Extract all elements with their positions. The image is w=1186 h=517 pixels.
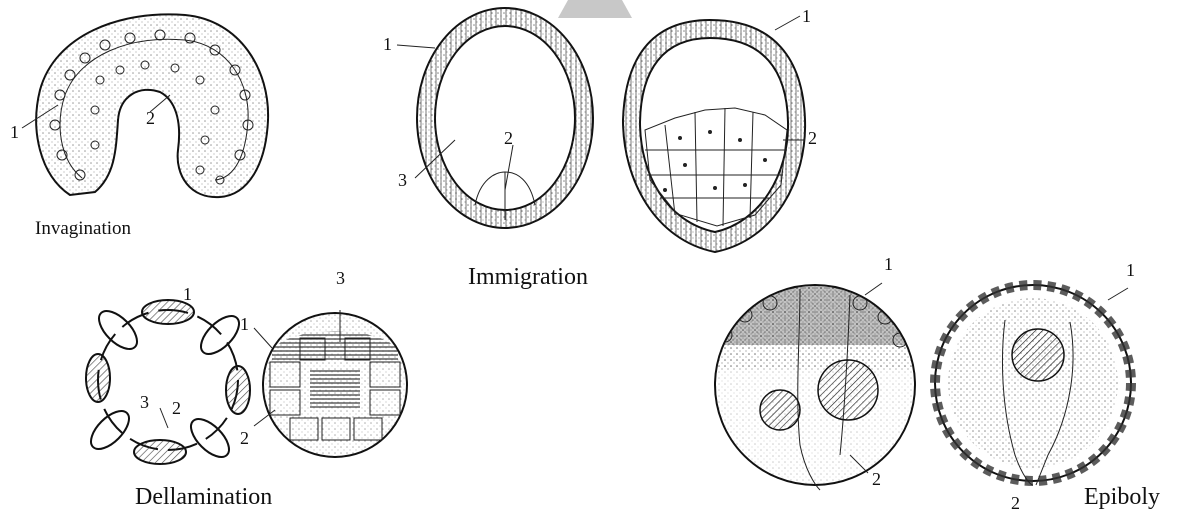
caption-invagination: Invagination [35, 218, 131, 240]
immigration-left-label-3: 3 [398, 170, 407, 191]
dellamination-diagram-left [80, 290, 260, 470]
epiboly-left-label-1: 1 [884, 254, 893, 275]
dellamination-right-label-3: 3 [336, 268, 345, 289]
caption-dellamination: Dellamination [135, 484, 272, 511]
dellamination-left-label-1: 1 [183, 284, 192, 305]
epiboly-right-label-2: 2 [1011, 493, 1020, 514]
immigration-left-label-2: 2 [504, 128, 513, 149]
dellamination-diagram-right [250, 290, 420, 470]
epiboly-right-yolk [1012, 329, 1064, 381]
immigration-right-label-1: 1 [802, 6, 811, 27]
invagination-label-1: 1 [10, 122, 19, 143]
dellamination-left-label-3: 3 [140, 392, 149, 413]
dellamination-left-label-2: 2 [172, 398, 181, 419]
dellamination-right-label-1: 1 [240, 314, 249, 335]
immigration-left-label-1: 1 [383, 34, 392, 55]
invagination-diagram [0, 0, 290, 215]
invagination-label-2: 2 [146, 108, 155, 129]
immigration-diagram-right [605, 0, 825, 260]
immigration-right-label-2: 2 [808, 128, 817, 149]
epiboly-right-label-1: 1 [1126, 260, 1135, 281]
epiboly-left-yolk-large [818, 360, 878, 420]
epiboly-diagram-left [700, 275, 930, 495]
dellamination-right-label-2: 2 [240, 428, 249, 449]
epiboly-diagram-right [930, 280, 1140, 490]
immigration-diagram-left [395, 0, 605, 240]
caption-immigration: Immigration [468, 264, 588, 291]
epiboly-left-yolk-small [760, 390, 800, 430]
caption-epiboly: Epiboly [1084, 484, 1160, 511]
epiboly-left-label-2: 2 [872, 469, 881, 490]
